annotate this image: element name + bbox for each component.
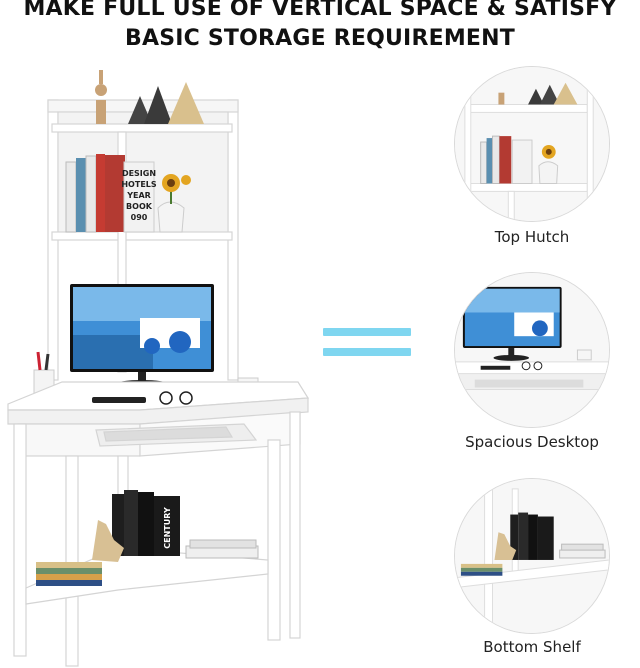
hutch-books: DESIGN HOTELS YEAR BOOK 090	[65, 154, 157, 233]
equals-bar-bottom	[323, 348, 411, 356]
century-book-spine: CENTURY	[163, 507, 172, 549]
book-spine-line-3: YEAR	[126, 191, 151, 200]
book-spine-line-5: 090	[131, 213, 148, 222]
bottom-books: CENTURY	[36, 490, 259, 586]
book-spine-line-1: DESIGN	[122, 169, 156, 178]
headline-line-1: MAKE FULL USE OF VERTICAL SPACE & SATISF…	[23, 0, 617, 21]
detail-spacious-desktop-image	[454, 272, 610, 428]
book-spine-line-2: HOTELS	[121, 180, 157, 189]
headline: MAKE FULL USE OF VERTICAL SPACE & SATISF…	[0, 0, 640, 54]
caption-spacious-desktop: Spacious Desktop	[465, 433, 599, 451]
desk-items	[92, 391, 193, 405]
caption-top-hutch: Top Hutch	[494, 228, 570, 246]
caption-bottom-shelf: Bottom Shelf	[483, 638, 581, 656]
headline-line-2: BASIC STORAGE REQUIREMENT	[125, 26, 515, 51]
monitor	[70, 284, 214, 388]
detail-top-hutch-image	[454, 66, 610, 222]
equals-sign	[323, 328, 411, 358]
vase-with-flower	[157, 174, 191, 233]
detail-bottom-shelf-image	[454, 478, 610, 634]
equals-bar-top	[323, 328, 411, 336]
shelf-ornaments	[95, 70, 204, 124]
corner-desk-illustration: DESIGN HOTELS YEAR BOOK 090	[0, 60, 320, 668]
book-spine-line-4: BOOK	[126, 202, 153, 211]
